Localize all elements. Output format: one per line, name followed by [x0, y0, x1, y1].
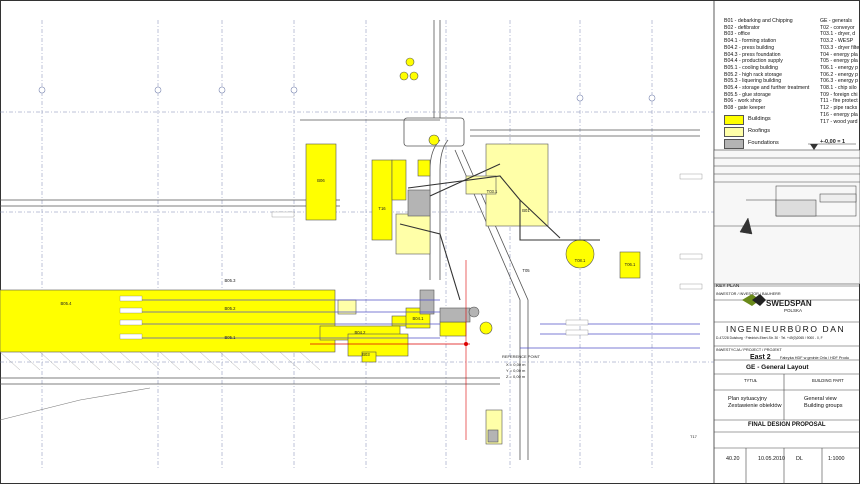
- svg-text:REFERENCE POINT: REFERENCE POINT: [502, 354, 541, 359]
- swatch-label: Foundations: [748, 140, 779, 146]
- swatch-roofings: [724, 127, 744, 137]
- label-t17: T17: [690, 434, 698, 439]
- title-block-frame: [713, 149, 860, 484]
- silo-t081: [565, 239, 595, 269]
- key-plan: [739, 185, 857, 235]
- label-t031: T03.1: [487, 189, 498, 194]
- roads: [0, 117, 700, 460]
- building-t061: [619, 251, 641, 279]
- label-t16: T16: [378, 206, 386, 211]
- swatch-foundations: [724, 139, 744, 149]
- svg-text:X = 0,00 m: X = 0,00 m: [506, 362, 526, 367]
- legend-item-2: B03 - office: [724, 31, 751, 38]
- legend-item-12: B06 - work shop: [724, 98, 762, 105]
- footer-revision: 40.20: [726, 456, 740, 462]
- label-b051: B05.1: [225, 335, 237, 340]
- legend-item-7: B05.1 - cooling building: [724, 64, 778, 71]
- buildings: [0, 143, 641, 445]
- swatch-buildings: [724, 115, 744, 125]
- legend-item-10: B05.4 - storage and further treatment: [724, 85, 810, 92]
- title-en-1: General view: [804, 396, 837, 402]
- tytul-label: TYTUŁ: [744, 378, 758, 383]
- legend-tech-item-15: T17 - wood yard: [820, 118, 858, 125]
- legend-tech-item-13: T12 - pipe racks: [820, 105, 858, 112]
- svg-text:Y = 0,00 m: Y = 0,00 m: [506, 368, 526, 373]
- legend-item-4: B04.2 - press building: [724, 44, 775, 51]
- legend-tech-item-12: T11 - fire protect: [820, 98, 858, 105]
- legend-tech-item-10: T08.1 - chip silo: [820, 85, 857, 92]
- legend-item-3: B04.1 - forming station: [724, 38, 777, 45]
- drawing-title: GE - General Layout: [746, 364, 809, 371]
- reference-point: REFERENCE POINT X = 0,00 m Y = 0,00 m Z …: [464, 342, 698, 439]
- legend-tech-item-11: T09 - foreign chi: [820, 91, 858, 98]
- grid-axes: [0, 20, 714, 470]
- axis-tags: [119, 173, 703, 340]
- footer-author: DL: [796, 456, 803, 462]
- label-b06: B06: [317, 178, 325, 183]
- title-pl-1: Plan sytuacyjny: [728, 396, 767, 402]
- engineer-address: D-47228 Duisburg · Friedrich-Ebert-Str. …: [716, 336, 823, 340]
- svg-text:+-0,00 = 1: +-0,00 = 1: [820, 139, 845, 145]
- building-t16: [371, 159, 393, 241]
- building-part-label: BUILDING PART: [812, 378, 844, 383]
- label-b052: B05.2: [225, 306, 237, 311]
- legend-tech-item-6: T05 - energy pla: [820, 58, 858, 65]
- legend-tech-item-4: T03.3 - dryer filte: [820, 44, 860, 51]
- footer-scale: 1:1000: [828, 456, 845, 462]
- building-b01: [485, 143, 549, 227]
- legend-item-13: B08 - gate keeper: [724, 105, 766, 112]
- svg-text:POLSKA: POLSKA: [784, 308, 802, 313]
- legend-tech-item-1: T02 - conveyor: [820, 24, 855, 31]
- label-b041: B04.1: [413, 316, 425, 321]
- legend-item-5: B04.3 - press foundation: [724, 51, 781, 58]
- legend-tech-item-7: T06.1 - energy p: [820, 64, 859, 71]
- label-t05: T05: [522, 268, 530, 273]
- svg-text:Z = 0,00 m: Z = 0,00 m: [506, 374, 526, 379]
- legend-item-9: B05.3 - liquering building: [724, 78, 782, 85]
- legend-tech-item-3: T03.2 - WESP: [820, 38, 854, 45]
- legend-item-1: B02 - defibrator: [724, 24, 760, 31]
- title-en-2: Building groups: [804, 403, 843, 409]
- engineer-name: INGENIEURBÜRO DAN: [726, 324, 846, 334]
- legend-item-6: B04.4 - production supply: [724, 58, 783, 65]
- company-logo: SWEDSPAN POLSKA: [742, 294, 812, 313]
- legend-tech-item-8: T06.2 - energy p: [820, 71, 859, 78]
- legend-tech-item-14: T16 - energy pla: [820, 111, 858, 118]
- pipe-racks: [399, 163, 600, 301]
- label-b01: B01: [522, 208, 530, 213]
- label-b03: B03: [362, 352, 370, 357]
- swatch-label: Roofings: [748, 128, 771, 134]
- building-b06: [305, 143, 337, 221]
- building-labels: B05.4 B05.3 B05.2 B05.1 B04.1 B04.2 B06 …: [61, 178, 636, 357]
- title-pl-2: Zestawienie obiektów: [728, 403, 782, 409]
- elevation-marker: +-0,00 = 1: [808, 139, 856, 150]
- legend-tech-item-9: T06.3 - energy p: [820, 78, 859, 85]
- label-t081: T08.1: [575, 258, 586, 263]
- label-b053: B05.3: [225, 278, 237, 283]
- svg-text:SWEDSPAN: SWEDSPAN: [766, 299, 812, 308]
- keyplan-label: KEY PLAN: [716, 284, 740, 289]
- legend-item-8: B05.2 - high rack storage: [724, 71, 782, 78]
- legend-tech-item-2: T03.1 - dryer, d: [820, 31, 856, 38]
- legend-item-0: B01 - debarking and Chipping: [724, 18, 793, 24]
- legend-tech-item-0: GE - generals: [820, 18, 853, 24]
- project-name: East 2: [750, 354, 771, 361]
- design-phase: FINAL DESIGN PROPOSAL: [748, 422, 826, 428]
- legend-tech-item-5: T04 - energy pla: [820, 51, 858, 58]
- project-subtitle: Fabryka HDF w gminie Orla / HDF Produ: [780, 356, 849, 360]
- legend-item-11: B05.5 - glue storage: [724, 91, 771, 98]
- swatch-label: Buildings: [748, 116, 771, 122]
- project-label: INWESTYCJA / PROJECT / PROJEKT: [716, 348, 782, 352]
- investor-label: INWESTOR / INVESTOR / BAUHERR: [716, 292, 781, 296]
- label-t061: T06.1: [625, 262, 636, 267]
- label-b042: B04.2: [355, 330, 367, 335]
- building-b054: [0, 289, 336, 353]
- footer-date: 10.05.2010: [758, 456, 785, 462]
- building-b03: [347, 333, 409, 357]
- label-b054: B05.4: [61, 301, 73, 306]
